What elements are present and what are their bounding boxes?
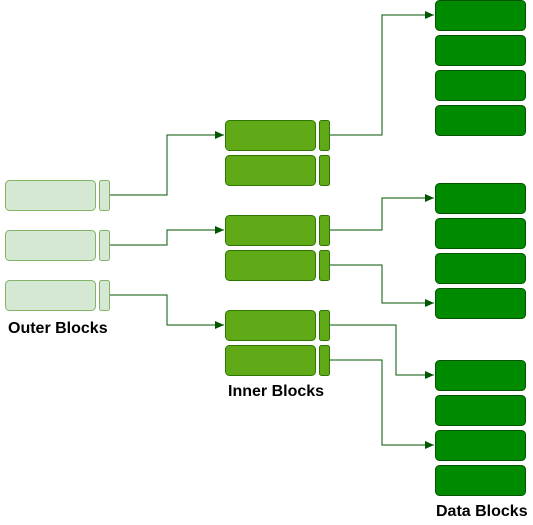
data-block <box>435 70 526 101</box>
data-block <box>435 288 526 319</box>
data-block <box>435 465 526 496</box>
data-block <box>435 105 526 136</box>
inner-block <box>225 345 330 376</box>
data-blocks <box>435 0 526 496</box>
inner-block <box>225 215 330 246</box>
outer-block <box>5 280 110 311</box>
connector-inner6-data11 <box>330 359 434 449</box>
connectors <box>110 11 434 449</box>
connector-inner5-data9 <box>330 324 434 379</box>
data-block <box>435 35 526 66</box>
inner-block <box>225 310 330 341</box>
connector-inner1-data1 <box>330 11 434 136</box>
connector-outer3-inner5 <box>110 294 224 329</box>
connector-inner4-data8 <box>330 264 434 307</box>
inner-block <box>225 120 330 151</box>
outer-blocks-label: Outer Blocks <box>8 320 108 337</box>
data-block <box>435 253 526 284</box>
inner-block <box>225 250 330 281</box>
data-block <box>435 183 526 214</box>
connector-inner3-data5 <box>330 194 434 231</box>
inner-blocks <box>225 120 330 376</box>
outer-block <box>5 230 110 261</box>
data-blocks-label: Data Blocks <box>436 503 528 520</box>
outer-block <box>5 180 110 211</box>
connector-outer2-inner3 <box>110 226 224 246</box>
data-block <box>435 218 526 249</box>
inner-block <box>225 155 330 186</box>
data-block <box>435 0 526 31</box>
data-block <box>435 430 526 461</box>
inner-blocks-label: Inner Blocks <box>228 383 324 400</box>
data-block <box>435 395 526 426</box>
data-block <box>435 360 526 391</box>
connector-outer1-inner1 <box>110 131 224 196</box>
outer-blocks <box>5 180 110 311</box>
